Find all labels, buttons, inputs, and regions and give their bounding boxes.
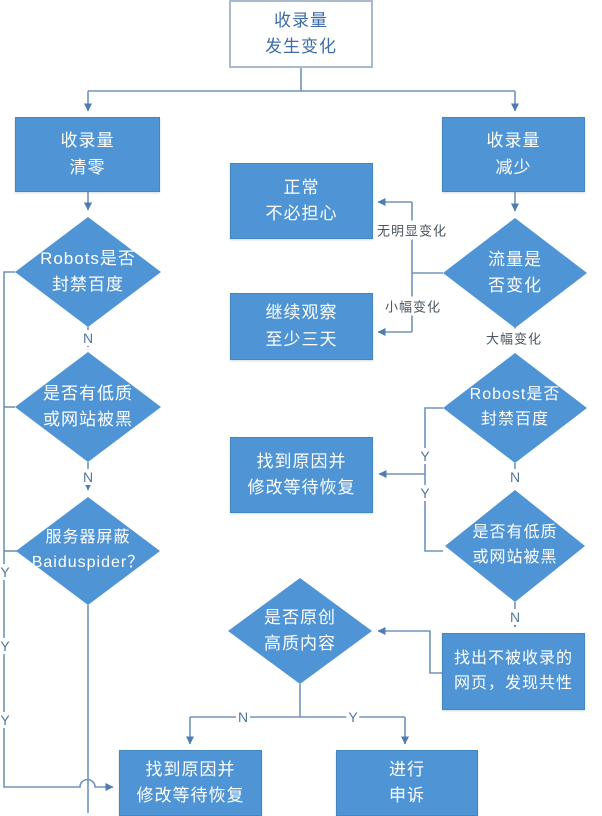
decision-server-block: 服务器屏蔽 Baiduspider？	[16, 497, 160, 605]
node-keep-observing: 继续观察 至少三天	[230, 293, 373, 360]
edge-label-n-robost-right: N	[507, 469, 523, 485]
node-appeal: 进行 申诉	[336, 750, 478, 816]
edge-label-n-low-quality-left: N	[80, 469, 96, 485]
edge-label-small-change: 小幅变化	[382, 296, 444, 316]
edge-label-y-left-rail-2: Y	[0, 638, 12, 654]
edge-label-n-robots-left: N	[80, 330, 96, 346]
edge-label-no-obvious-change: 无明显变化	[374, 220, 450, 240]
edge-label-big-change: 大幅变化	[483, 328, 545, 348]
decision-robots-ban-left: Robots是否 封禁百度	[15, 217, 161, 327]
node-normal: 正常 不必担心	[230, 163, 373, 239]
node-start: 收录量 发生变化	[229, 0, 373, 68]
edge-label-y-original: Y	[346, 709, 360, 725]
edge-label-n-low-quality-right: N	[507, 609, 523, 625]
node-fix-and-wait-middle: 找到原因并 修改等待恢复	[230, 437, 373, 513]
decision-low-quality-right: 是否有低质 或网站被黑	[445, 490, 585, 602]
decision-low-quality-left: 是否有低质 或网站被黑	[15, 352, 161, 462]
edge-label-y-low-quality-right: Y	[418, 485, 432, 501]
edge-label-y-robost-right: Y	[418, 448, 432, 464]
node-index-zero: 收录量 清零	[15, 117, 160, 192]
decision-traffic-change: 流量是 否变化	[443, 218, 587, 328]
edge-label-y-left-rail-3: Y	[0, 712, 12, 728]
node-fix-and-wait-bottom: 找到原因并 修改等待恢复	[119, 750, 262, 816]
node-find-uncollected-pages: 找出不被收录的 网页，发现共性	[442, 633, 585, 710]
edge-label-n-original: N	[235, 709, 251, 725]
decision-robost-ban-right: Robost是否 封禁百度	[443, 353, 587, 463]
decision-original-content: 是否原创 高质内容	[228, 578, 372, 684]
edge-label-y-left-rail-1: Y	[0, 564, 12, 580]
node-index-decrease: 收录量 减少	[442, 117, 585, 192]
